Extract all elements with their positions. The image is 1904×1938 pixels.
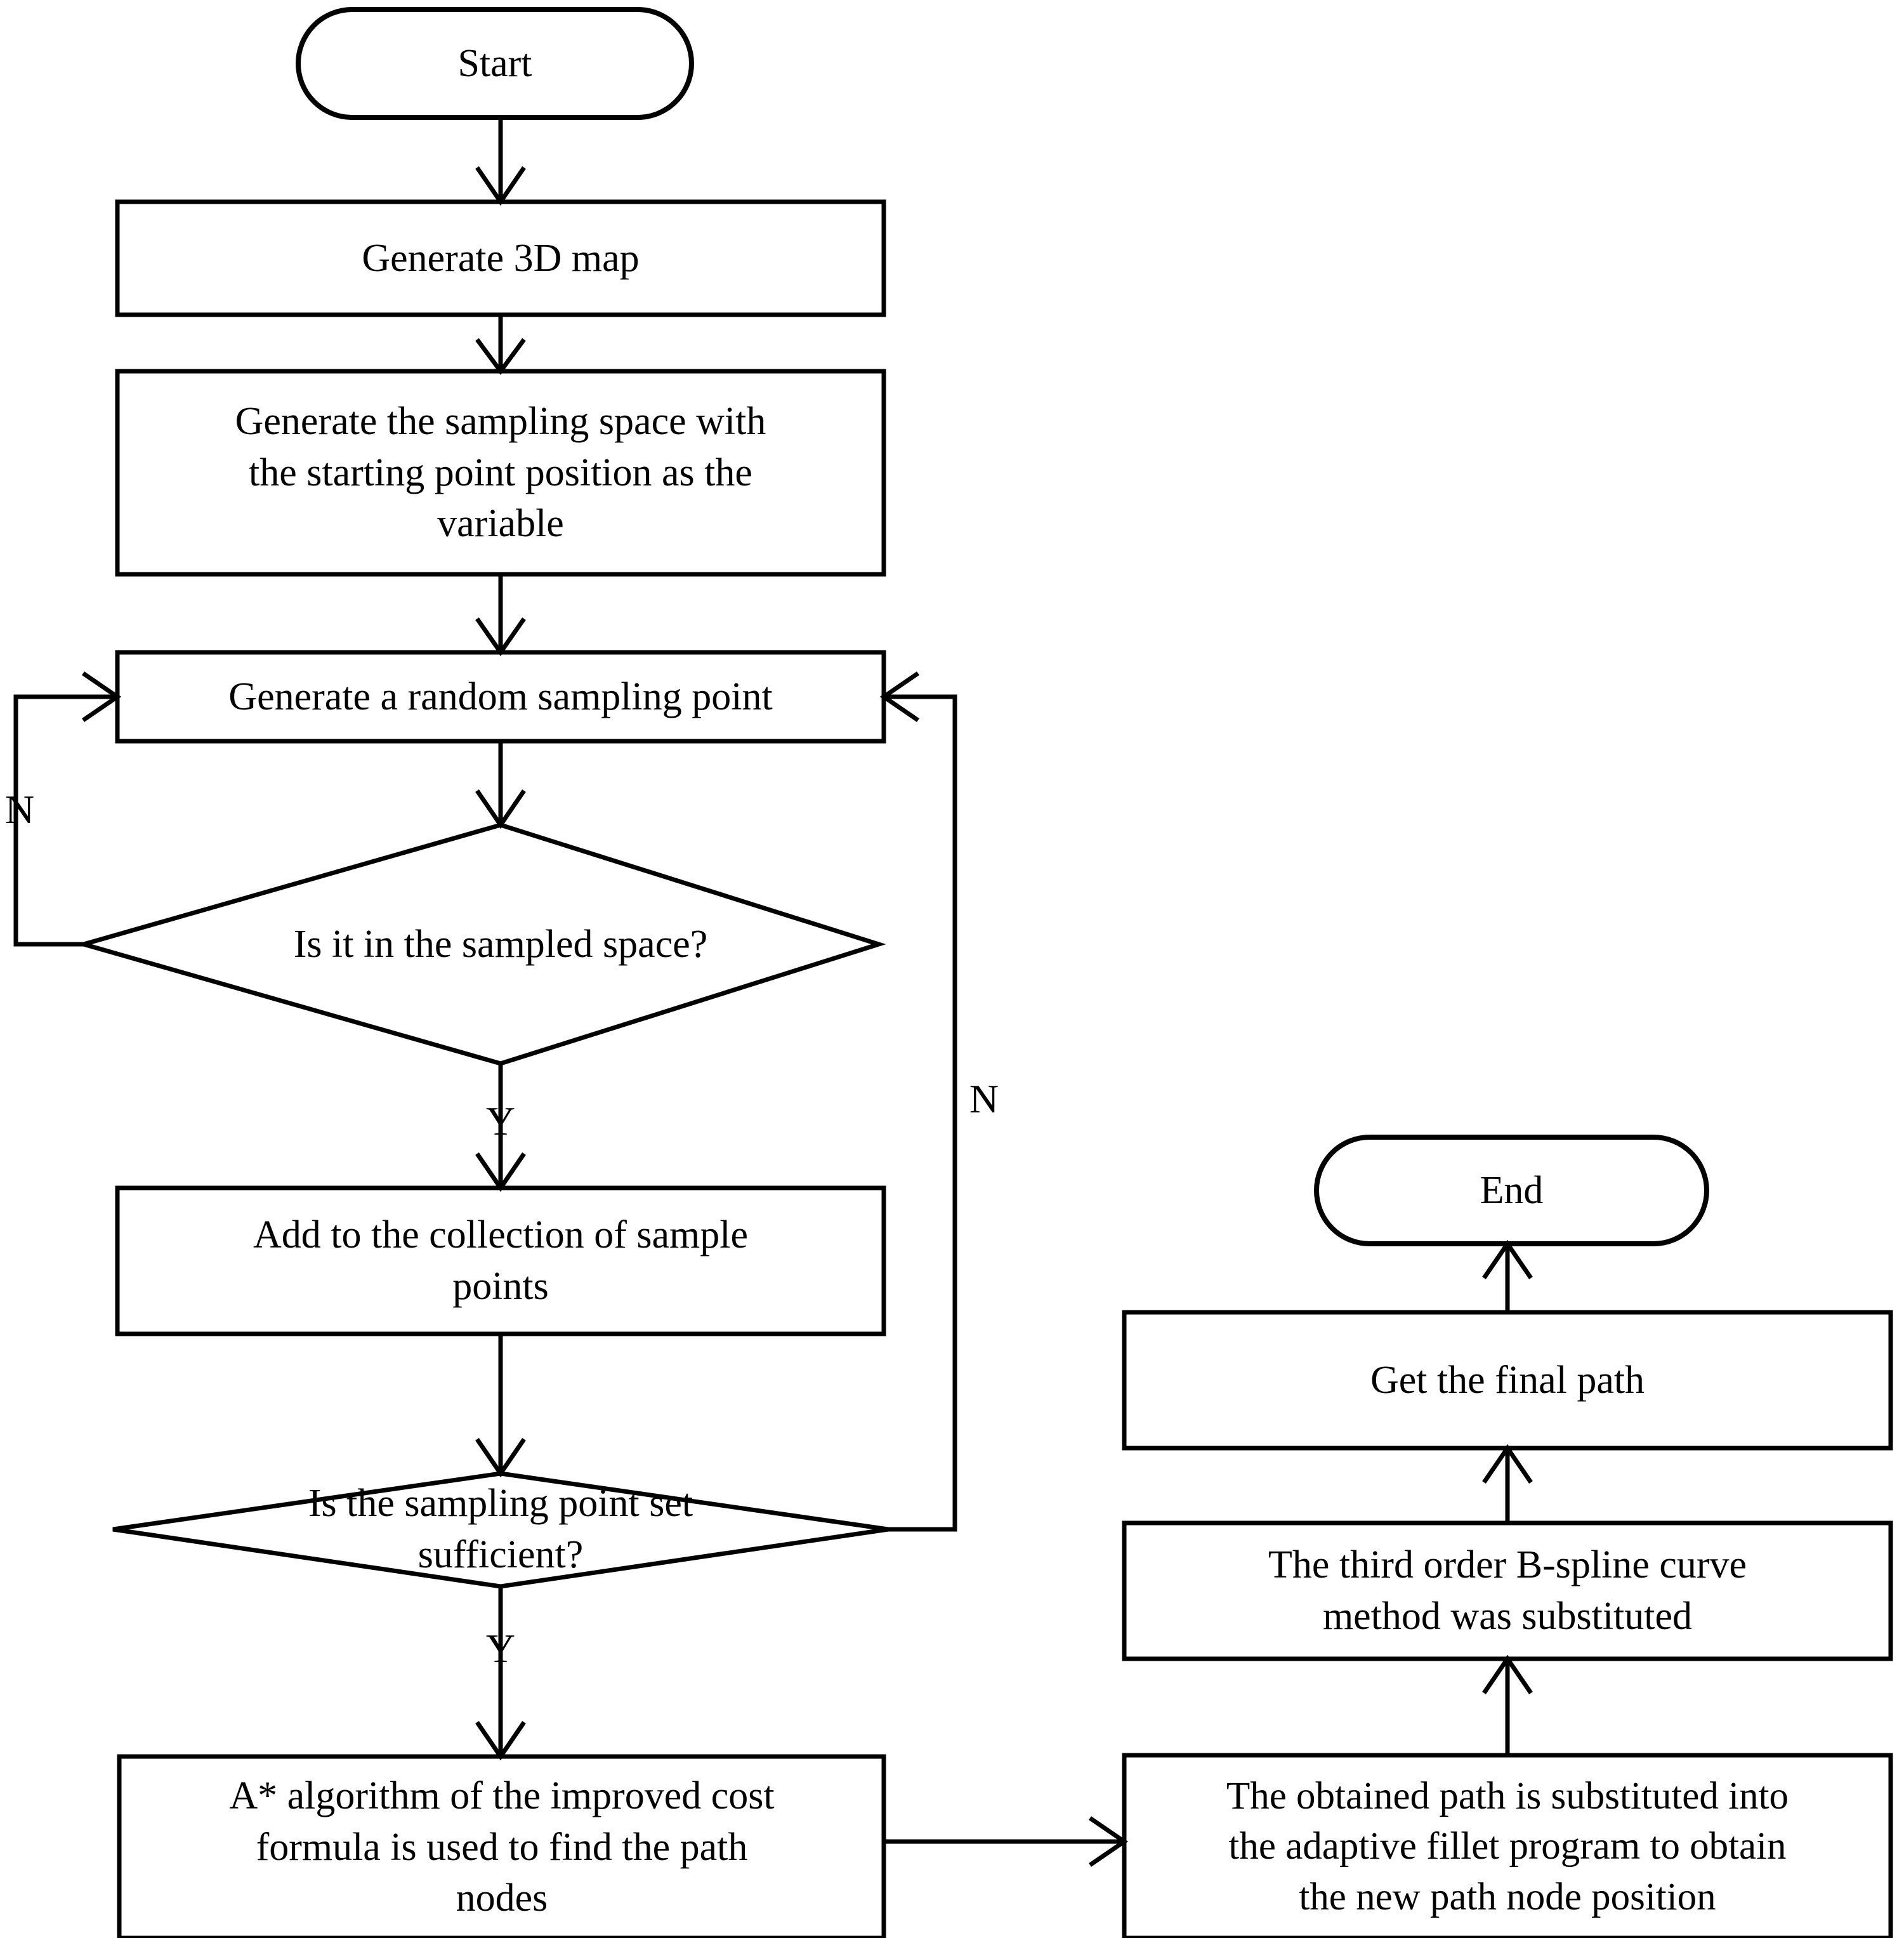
end-terminator-shape [1314,1135,1709,1246]
edge-label-set-sufficient-no: N [969,1076,999,1121]
generate-sampling-space-shape [115,369,886,577]
arrowhead-astar [475,1721,526,1761]
arrowhead-end [1482,1239,1533,1279]
edge-decision1-no-loop [13,694,117,947]
decision-in-space-shape [76,822,886,1066]
arrowhead-decision2 [475,1438,526,1478]
bspline-substituted-shape [1122,1520,1893,1661]
start-terminator-shape [296,7,694,120]
arrowhead-fillet [1089,1816,1129,1867]
arrowhead-samplingspace [475,338,526,375]
generate-3d-map-shape [115,199,886,317]
astar-find-nodes-shape [117,1754,886,1938]
get-final-path-shape [1122,1310,1893,1451]
edge-label-set-sufficient-yes: Y [485,1626,516,1671]
add-to-collection-shape [115,1185,886,1336]
decision-set-sufficient-shape [112,1471,889,1589]
edge-decision2-no-loop [884,694,957,1532]
arrowhead-3dmap [475,166,526,206]
arrowhead-no-loop-left [82,671,122,722]
adaptive-fillet-shape [1122,1753,1893,1938]
arrowhead-no-loop-right [879,671,919,722]
generate-random-point-shape [115,650,886,744]
edge-label-in-space-yes: Y [485,1098,516,1144]
arrowhead-finalpath [1482,1444,1533,1484]
arrowhead-addcollection [475,1152,526,1192]
arrowhead-randompoint [475,617,526,657]
arrowhead-bspline [1482,1654,1533,1694]
edge-label-in-space-no: N [4,787,35,832]
arrowhead-decision1 [475,789,526,829]
